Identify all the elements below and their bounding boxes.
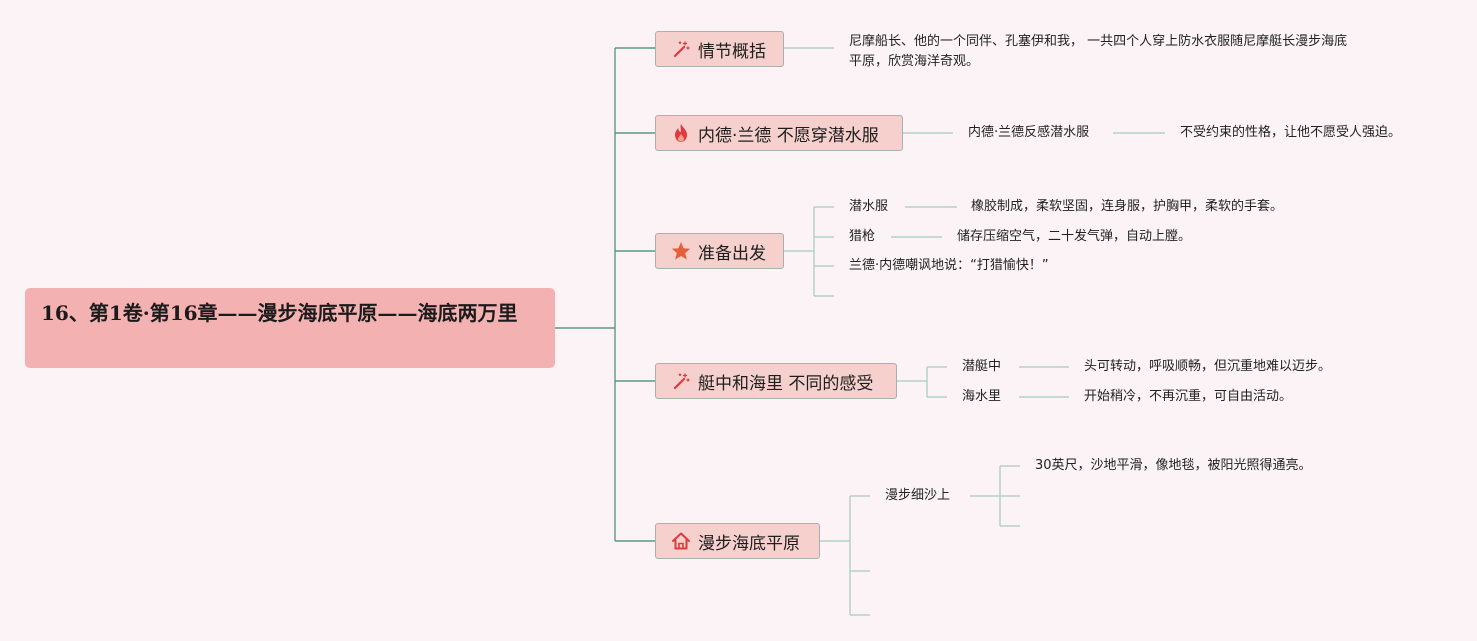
wand-icon [670,38,692,60]
branch-ned-land[interactable]: 内德·兰德 不愿穿潜水服 [655,115,903,151]
topic-rifle: 猎枪 [849,229,876,244]
branch-label: 艇中和海里 不同的感受 [698,373,874,394]
branch-label: 内德·兰德 不愿穿潜水服 [698,125,879,146]
flame-icon [670,122,692,144]
topic-in-sea: 海水里 [962,389,1002,404]
rifle-detail: 储存压缩空气，二十发气弹，自动上膛。 [957,229,1192,244]
root-title: 16、第1卷·第16章——漫步海底平原——海底两万里 [41,301,518,325]
root-topic[interactable]: 16、第1卷·第16章——漫步海底平原——海底两万里 [25,288,555,368]
branch-plot-summary[interactable]: 情节概括 [655,31,784,67]
branch-label: 漫步海底平原 [698,533,800,554]
ned-land-reason: 不受约束的性格，让他不愿受人强迫。 [1180,125,1402,140]
in-sea-detail: 开始稍冷，不再沉重，可自由活动。 [1084,389,1293,404]
topic-diving-suit: 潜水服 [849,199,889,214]
plot-summary-text: 尼摩船长、他的一个同伴、孔塞伊和我， 一共四个人穿上防水衣服随尼摩艇长漫步海底平… [849,34,1348,69]
topic-in-sub: 潜艇中 [962,359,1002,374]
house-icon [670,530,692,552]
branch-seabed-walk[interactable]: 漫步海底平原 [655,523,820,559]
branch-feelings[interactable]: 艇中和海里 不同的感受 [655,363,897,399]
diving-suit-detail: 橡胶制成，柔软坚固，连身服，护胸甲，柔软的手套。 [971,199,1284,214]
topic-fine-sand: 漫步细沙上 [885,488,951,503]
ned-land-dislike: 内德·兰德反感潜水服 [968,125,1090,140]
in-sub-detail: 头可转动，呼吸顺畅，但沉重地难以迈步。 [1084,359,1332,374]
wand-icon [670,370,692,392]
fine-sand-detail: 30英尺，沙地平滑，像地毯，被阳光照得通亮。 [1035,458,1312,473]
branch-preparation[interactable]: 准备出发 [655,233,784,269]
branch-label: 情节概括 [698,41,766,62]
star-icon [670,240,692,262]
topic-ned-mock: 兰德·内德嘲讽地说：“打猎愉快！” [849,258,1049,273]
branch-label: 准备出发 [698,243,766,264]
